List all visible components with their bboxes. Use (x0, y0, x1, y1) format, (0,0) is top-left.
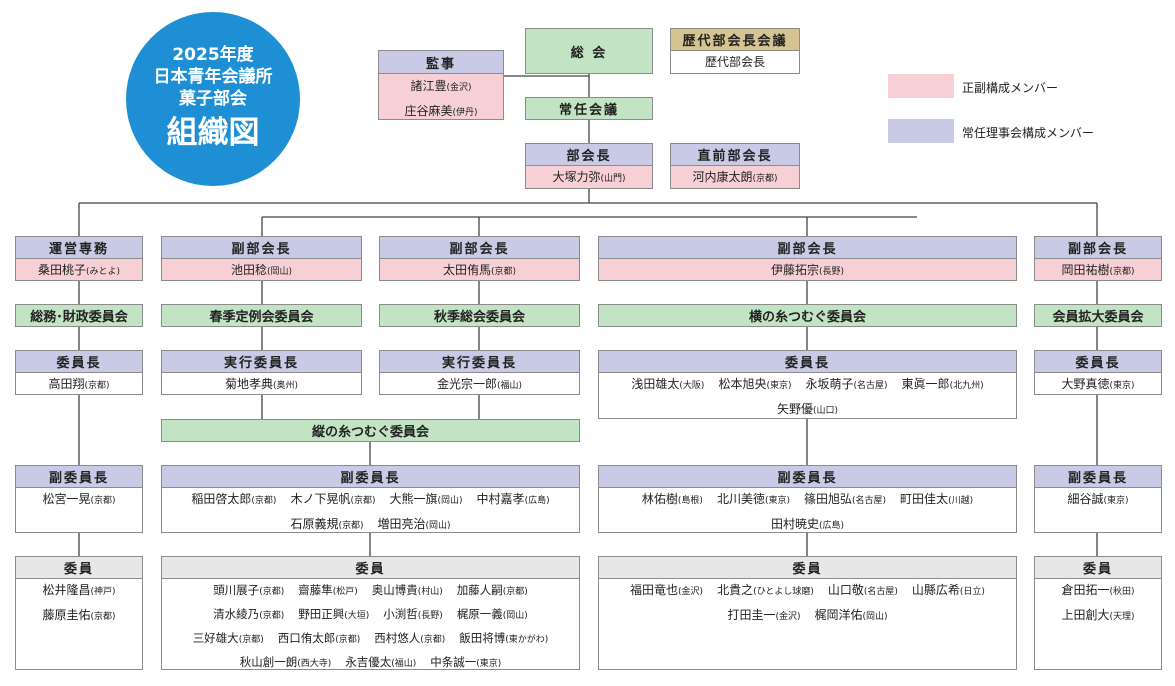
bukaicho-name: 大塚力弥 (552, 170, 601, 184)
c4-vice-body: 林佑樹(島根) 北川美徳(東京) 篠田旭弘(名古屋) 町田佳太(川越) 田村暁史… (598, 488, 1017, 533)
c4-vice-header: 副委員長 (598, 465, 1017, 488)
badge-title: 組織図 (166, 115, 260, 151)
member-row: 石原義規(京都) 増田亮治(岡山) (290, 517, 451, 531)
c3-chair-body: 金光宗一郎(福山) (379, 373, 580, 395)
jonin-label: 常任会議 (558, 103, 619, 118)
c5-committee: 会員拡大委員会 (1034, 304, 1162, 327)
member-row: 浅田雄太(大阪) 松本旭央(東京) 永坂萌子(名古屋) 東眞一郎(北九州) (631, 377, 984, 391)
legend-swatch-pink (888, 74, 954, 98)
c4-head-body: 伊藤拓宗(長野) (598, 259, 1017, 281)
chokuzen-title: 直前部会長 (697, 149, 773, 164)
badge-division: 菓子部会 (179, 89, 247, 109)
c4-members-header: 委員 (598, 556, 1017, 579)
kanji-header: 監事 (378, 50, 504, 74)
c4-committee: 横の糸つむぐ委員会 (598, 304, 1017, 327)
c3-head-body: 太田侑馬(京都) (379, 259, 580, 281)
c1-members-header: 委員 (15, 556, 143, 579)
chokuzen-body: 河内康太朗(京都) (670, 166, 800, 189)
c2-head: 副部会長 (161, 236, 362, 259)
kanji-member: 諸江豊(金沢) (410, 79, 472, 93)
rekidai-title: 歴代部会長会議 (682, 34, 788, 49)
c1-members-body: 松井隆昌(神戸) 藤原圭佑(京都) (15, 579, 143, 670)
member-item: 藤原圭佑(京都) (42, 608, 116, 622)
c5-vice-body: 細谷誠(東京) (1034, 488, 1162, 533)
kanji-body: 諸江豊(金沢) 庄谷麻美(伊丹) (378, 74, 504, 120)
chokuzen-name: 河内康太朗 (692, 170, 753, 184)
c1-committee: 総務･財政委員会 (15, 304, 143, 327)
c1-chair-header: 委員長 (15, 350, 143, 373)
c5-members-body: 倉田拓一(秋田) 上田創大(天理) (1034, 579, 1162, 670)
legend-label-blue: 常任理事会構成メンバー (962, 126, 1095, 140)
jonin-box: 常任会議 (525, 97, 653, 120)
c1-head-body: 桑田桃子(みとよ) (15, 259, 143, 281)
c5-head-body: 岡田祐樹(京都) (1034, 259, 1162, 281)
soukai-box: 総 会 (525, 28, 653, 74)
c5-vice-header: 副委員長 (1034, 465, 1162, 488)
c1-chair-body: 高田翔(京都) (15, 373, 143, 395)
c3-committee: 秋季総会委員会 (379, 304, 580, 327)
c4-head: 副部会長 (598, 236, 1017, 259)
member-row: 矢野優(山口) (776, 402, 839, 416)
kanji-title: 監事 (425, 56, 456, 72)
c5-chair-body: 大野真徳(東京) (1034, 373, 1162, 395)
title-badge: 2025年度 日本青年会議所 菓子部会 組織図 (126, 12, 300, 186)
c1-head: 運営専務 (15, 236, 143, 259)
tate-committee: 縦の糸つむぐ委員会 (161, 419, 580, 442)
member-row: 稲田啓太郎(京都) 木ノ下晃帆(京都) 大熊一旗(岡山) 中村嘉孝(広島) (191, 492, 550, 506)
c5-members-header: 委員 (1034, 556, 1162, 579)
tate-vice-header: 副委員長 (161, 465, 580, 488)
member-row: 林佑樹(島根) 北川美徳(東京) 篠田旭弘(名古屋) 町田佳太(川越) (641, 492, 974, 506)
c1-vice-header: 副委員長 (15, 465, 143, 488)
c3-chair-header: 実行委員長 (379, 350, 580, 373)
member-row: 頭川展子(京都) 齋藤隼(松戸) 奥山博貴(村山) 加藤人嗣(京都) (213, 583, 528, 597)
member-row: 福田竜也(金沢) 北貴之(ひとよし球磨) 山口敬(名古屋) 山縣広希(日立) (630, 583, 985, 597)
member-row: 三好雄大(京都) 西口侑太郎(京都) 西村悠人(京都) 飯田将博(東かがわ) (192, 631, 549, 645)
c2-head-body: 池田稔(岡山) (161, 259, 362, 281)
c4-members-body: 福田竜也(金沢) 北貴之(ひとよし球磨) 山口敬(名古屋) 山縣広希(日立) 打… (598, 579, 1017, 670)
c2-chair-header: 実行委員長 (161, 350, 362, 373)
rekidai-body: 歴代部会長 (670, 51, 800, 74)
c5-head: 副部会長 (1034, 236, 1162, 259)
c4-chair-header: 委員長 (598, 350, 1017, 373)
bukaicho-header: 部会長 (525, 143, 653, 166)
member-row: 打田圭一(金沢) 梶岡洋佑(岡山) (727, 608, 888, 622)
member-row: 清水綾乃(京都) 野田正興(大垣) 小渕哲(長野) 梶原一義(岡山) (213, 607, 528, 621)
c1-vice-body: 松宮一晃(京都) (15, 488, 143, 533)
bukaicho-body: 大塚力弥(山門) (525, 166, 653, 189)
member-row: 秋山創一朗(西大寺) 永吉優太(福山) 中条誠一(東京) (239, 655, 502, 669)
bukaicho-title: 部会長 (566, 149, 612, 164)
badge-year: 2025年度 (172, 45, 254, 65)
rekidai-header: 歴代部会長会議 (670, 28, 800, 51)
c3-head: 副部会長 (379, 236, 580, 259)
c2-committee: 春季定例会委員会 (161, 304, 362, 327)
legend-label-pink: 正副構成メンバー (962, 81, 1059, 95)
c4-chair-body: 浅田雄太(大阪) 松本旭央(東京) 永坂萌子(名古屋) 東眞一郎(北九州) 矢野… (598, 373, 1017, 419)
legend-swatch-blue (888, 119, 954, 143)
soukai-label: 総 会 (570, 45, 608, 61)
c2-chair-body: 菊地孝典(奥州) (161, 373, 362, 395)
tate-vice-body: 稲田啓太郎(京都) 木ノ下晃帆(京都) 大熊一旗(岡山) 中村嘉孝(広島) 石原… (161, 488, 580, 533)
tate-members-body: 頭川展子(京都) 齋藤隼(松戸) 奥山博貴(村山) 加藤人嗣(京都) 清水綾乃(… (161, 579, 580, 670)
c5-chair-header: 委員長 (1034, 350, 1162, 373)
kanji-member: 庄谷麻美(伊丹) (404, 104, 478, 118)
member-item: 松井隆昌(神戸) (42, 583, 116, 597)
chokuzen-header: 直前部会長 (670, 143, 800, 166)
member-item: 倉田拓一(秋田) (1061, 583, 1135, 597)
rekidai-member: 歴代部会長 (704, 55, 765, 69)
member-row: 田村暁史(広島) (770, 517, 845, 531)
badge-org: 日本青年会議所 (153, 67, 273, 87)
tate-members-header: 委員 (161, 556, 580, 579)
member-item: 上田創大(天理) (1061, 608, 1135, 622)
